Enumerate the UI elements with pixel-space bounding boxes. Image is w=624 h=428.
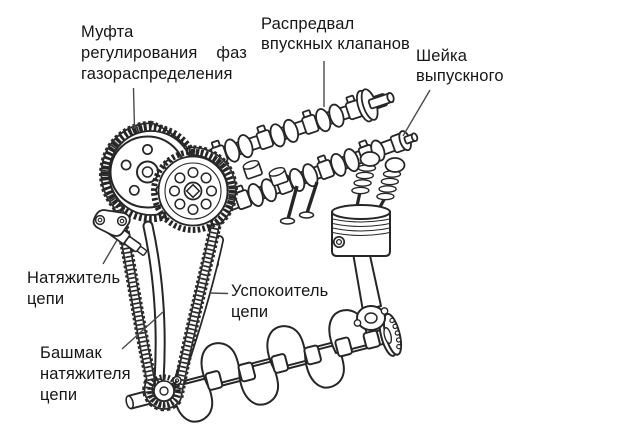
label-line: Распредвал [261,15,355,33]
label-line: газораспределения [81,65,233,83]
leader-tensioner-shoe [121,311,164,350]
label-chain-guide: Успокоитель цепи [231,281,328,323]
label-line: Башмак [40,344,102,362]
label-line: цепи [40,386,78,404]
label-line: впускных клапанов [261,35,410,53]
label-tensioner-shoe: Башмак натяжителя цепи [40,343,131,406]
intake-cam-sprocket [151,149,235,233]
label-line: натяжителя [40,365,131,383]
intake-camshaft [195,88,395,169]
piston [331,204,391,257]
label-chain-tensioner: Натяжитель цепи [27,268,120,310]
label-line: регулирования фаз [81,44,247,62]
valve-lifters [242,159,319,225]
label-exhaust-cam-journal: Шейка выпускного [416,46,504,86]
label-line: Муфта [81,23,134,41]
label-line: Успокоитель [231,282,329,300]
label-intake-camshaft: Распредвал впускных клапанов [261,14,410,54]
label-line: цепи [231,303,269,321]
chain-tensioner-device [92,209,148,256]
label-vvt-phaser: Муфта регулирования фаз газораспределени… [81,22,247,85]
crank-sprocket [147,374,181,408]
leader-chain-guide [208,292,229,295]
leader-exhaust-journal [402,89,431,137]
connecting-rod [352,250,389,331]
label-line: выпускного [416,67,504,85]
leader-vvt-phaser [132,87,136,130]
tensioner-shoe-arm [142,220,166,387]
label-line: цепи [27,290,65,308]
label-line: Натяжитель [27,269,121,287]
leader-chain-tensioner [102,239,118,265]
label-line: Шейка [416,47,468,65]
